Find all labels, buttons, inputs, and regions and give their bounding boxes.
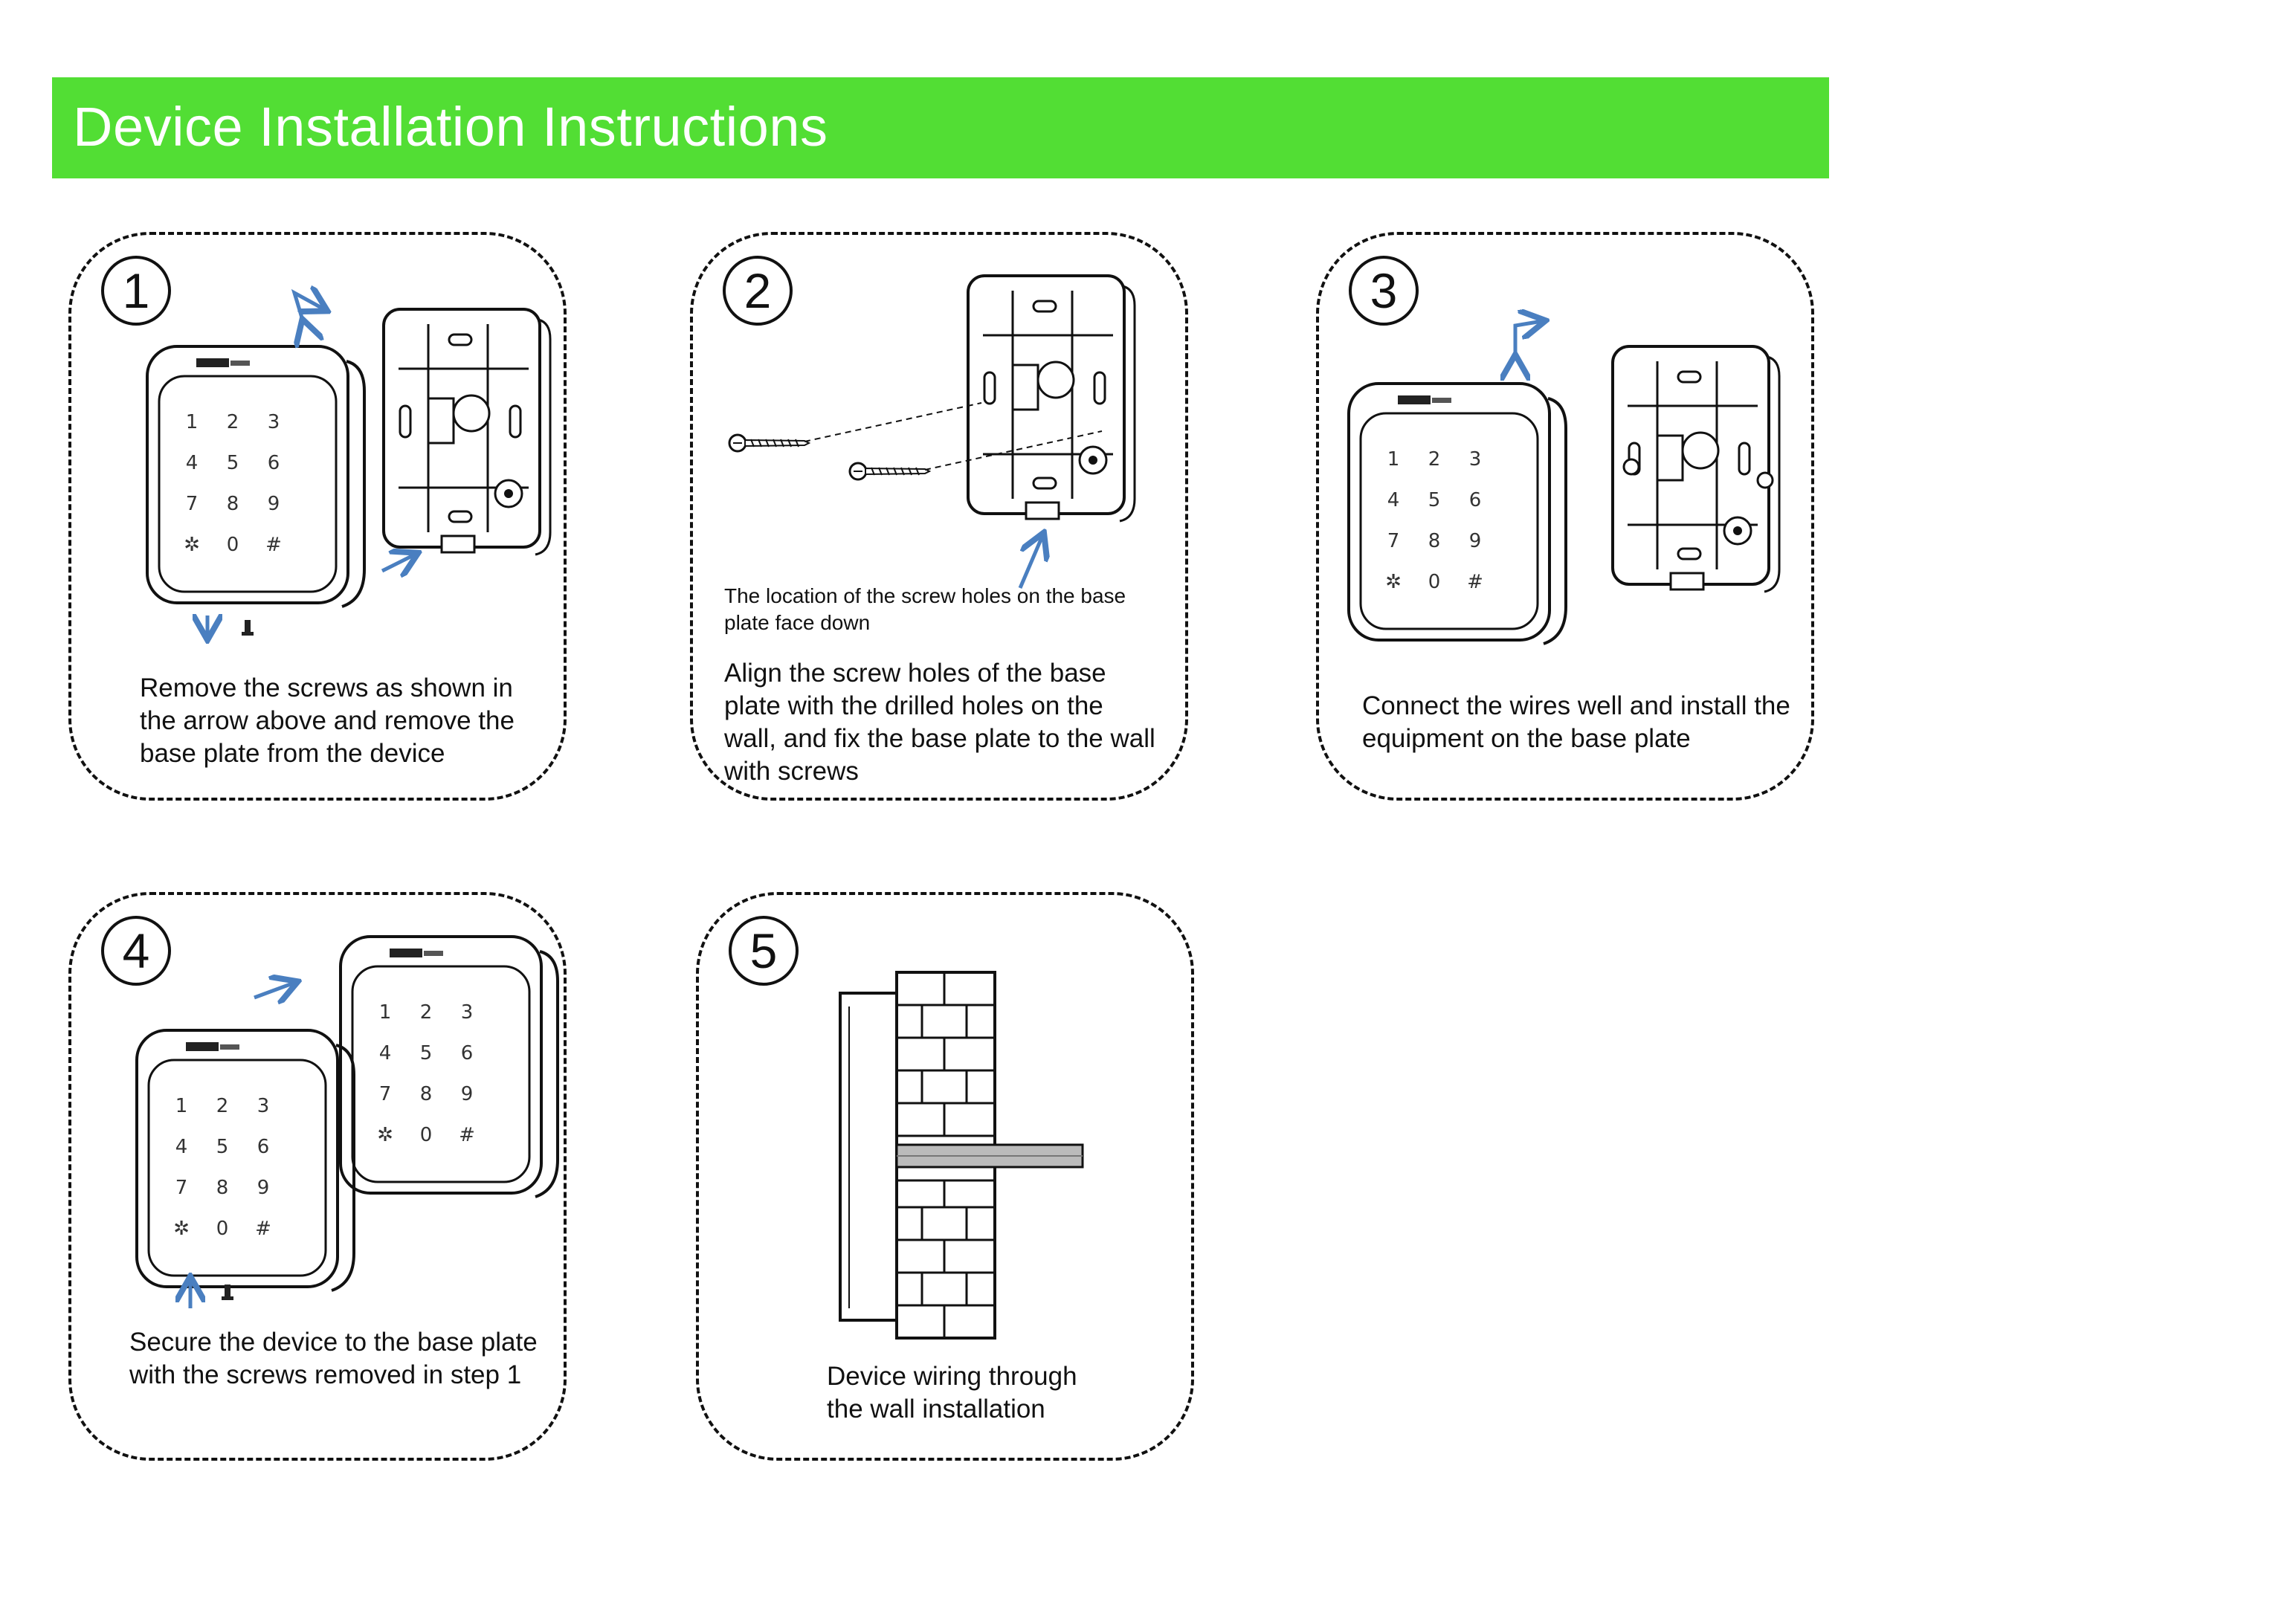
step-2-caption: Align the screw holes of the base plate … xyxy=(724,659,1155,786)
step-1-panel: 1 Remove the screws as shown in the arro… xyxy=(68,232,567,801)
step-3-panel: 3 Connect the wires well and install the… xyxy=(1316,232,1814,801)
step-3-number: 3 xyxy=(1349,256,1419,326)
step-2-panel: 2 The location of the screw holes on the… xyxy=(690,232,1188,801)
header-banner: Device Installation Instructions xyxy=(52,77,1829,178)
step-1-caption: Remove the screws as shown in the arrow … xyxy=(140,673,515,768)
step-3-caption: Connect the wires well and install the e… xyxy=(1362,691,1790,753)
step-5-number: 5 xyxy=(729,916,799,986)
step-4-number: 4 xyxy=(101,916,171,986)
step-4-caption: Secure the device to the base plate with… xyxy=(129,1328,538,1389)
step-4-panel: 4 Secure the device to the base plate wi… xyxy=(68,892,567,1461)
step-5-panel: 5 xyxy=(696,892,1194,1461)
step-1-number: 1 xyxy=(101,256,171,326)
page-title: Device Installation Instructions xyxy=(73,96,828,158)
step-2-note: The location of the screw holes on the b… xyxy=(724,584,1126,634)
step-2-number: 2 xyxy=(723,256,793,326)
step-5-caption: Device wiring through the wall installat… xyxy=(827,1362,1077,1424)
